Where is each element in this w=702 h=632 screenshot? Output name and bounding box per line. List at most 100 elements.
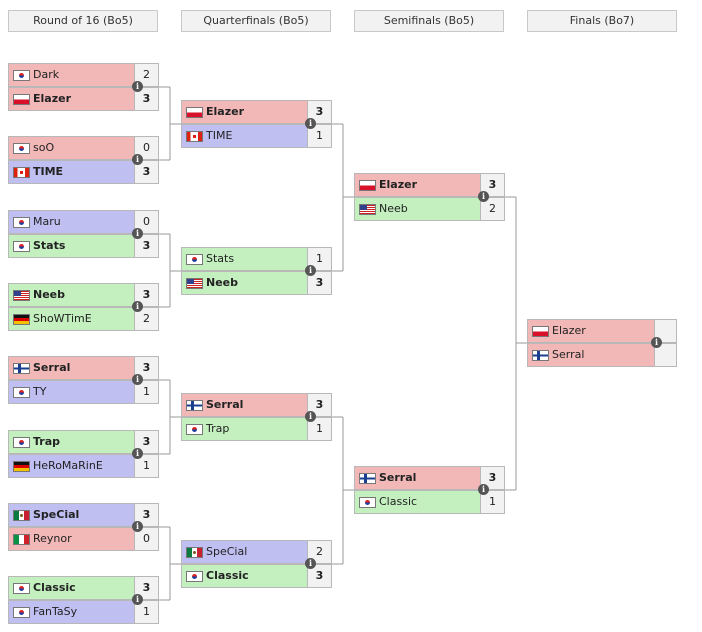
player-name[interactable]: Classic: [354, 490, 481, 514]
mx-flag-icon: [186, 547, 203, 558]
player-name[interactable]: Serral: [354, 466, 481, 490]
player-name[interactable]: Elazer: [181, 100, 308, 124]
it-flag-icon: [13, 534, 30, 545]
r16-match-4-info-icon[interactable]: i: [132, 301, 143, 312]
player-name[interactable]: Reynor: [8, 527, 135, 551]
r16-match-2-info-icon[interactable]: i: [132, 154, 143, 165]
player-name[interactable]: TY: [8, 380, 135, 404]
player-name-text: Elazer: [379, 178, 417, 191]
player-name-text: Classic: [379, 495, 418, 508]
ca-flag-icon: [13, 167, 30, 178]
pl-flag-icon: [186, 107, 203, 118]
de-flag-icon: [13, 461, 30, 472]
pl-flag-icon: [359, 180, 376, 191]
player-name[interactable]: Serral: [8, 356, 135, 380]
fi-flag-icon: [186, 400, 203, 411]
score: 3: [135, 234, 159, 258]
player-name[interactable]: Elazer: [354, 173, 481, 197]
player-name-text: TIME: [33, 165, 64, 178]
kr-flag-icon: [13, 437, 30, 448]
player-name[interactable]: Dark: [8, 63, 135, 87]
player-name-text: soO: [33, 141, 55, 154]
kr-flag-icon: [186, 424, 203, 435]
player-name-text: Reynor: [33, 532, 72, 545]
r16-match-5-info-icon[interactable]: i: [132, 374, 143, 385]
player-name-text: Classic: [206, 569, 249, 582]
r16-match-8-info-icon[interactable]: i: [132, 594, 143, 605]
player-name[interactable]: Neeb: [354, 197, 481, 221]
kr-flag-icon: [359, 497, 376, 508]
r16-match-6-info-icon[interactable]: i: [132, 448, 143, 459]
player-name[interactable]: Stats: [8, 234, 135, 258]
fi-flag-icon: [13, 363, 30, 374]
player-name[interactable]: Neeb: [181, 271, 308, 295]
score: 1: [481, 490, 505, 514]
kr-flag-icon: [186, 571, 203, 582]
kr-flag-icon: [13, 387, 30, 398]
player-name[interactable]: Classic: [8, 576, 135, 600]
player-name[interactable]: TIME: [181, 124, 308, 148]
player-name[interactable]: Elazer: [527, 319, 655, 343]
player-name[interactable]: Elazer: [8, 87, 135, 111]
score: 1: [135, 380, 159, 404]
score: [655, 319, 677, 343]
pl-flag-icon: [13, 94, 30, 105]
player-name-text: Maru: [33, 215, 61, 228]
player-name-text: Trap: [33, 435, 61, 448]
player-name[interactable]: FanTaSy: [8, 600, 135, 624]
us-flag-icon: [186, 278, 203, 289]
qf-match-3-info-icon[interactable]: i: [305, 411, 316, 422]
player-name-text: HeRoMaRinE: [33, 459, 103, 472]
player-name-text: SpeCial: [33, 508, 80, 521]
qf-match-4-info-icon[interactable]: i: [305, 558, 316, 569]
player-name[interactable]: Serral: [527, 343, 655, 367]
r16-match-7-info-icon[interactable]: i: [132, 521, 143, 532]
player-name-text: Serral: [33, 361, 71, 374]
player-name-text: Elazer: [206, 105, 244, 118]
player-name-text: Stats: [33, 239, 66, 252]
qf-match-2-info-icon[interactable]: i: [305, 265, 316, 276]
player-name[interactable]: Stats: [181, 247, 308, 271]
player-name[interactable]: ShoWTimE: [8, 307, 135, 331]
player-name-text: TY: [33, 385, 47, 398]
player-name[interactable]: HeRoMaRinE: [8, 454, 135, 478]
player-name[interactable]: Trap: [181, 417, 308, 441]
fi-flag-icon: [359, 473, 376, 484]
player-name[interactable]: Maru: [8, 210, 135, 234]
player-name[interactable]: soO: [8, 136, 135, 160]
pl-flag-icon: [532, 326, 549, 337]
kr-flag-icon: [13, 241, 30, 252]
player-name-text: SpeCial: [206, 545, 248, 558]
player-name-text: Trap: [206, 422, 230, 435]
player-name[interactable]: SpeCial: [181, 540, 308, 564]
player-name-text: Classic: [33, 581, 76, 594]
player-name[interactable]: TIME: [8, 160, 135, 184]
player-name-text: Dark: [33, 68, 60, 81]
r16-match-1-info-icon[interactable]: i: [132, 81, 143, 92]
kr-flag-icon: [13, 607, 30, 618]
fi-flag-icon: [532, 350, 549, 361]
score: 3: [135, 503, 159, 527]
player-name-text: Serral: [379, 471, 417, 484]
us-flag-icon: [359, 204, 376, 215]
round-header-r16: Round of 16 (Bo5): [8, 10, 158, 32]
player-name-text: FanTaSy: [33, 605, 78, 618]
qf-match-1-info-icon[interactable]: i: [305, 118, 316, 129]
player-name[interactable]: Classic: [181, 564, 308, 588]
sf-match-1-info-icon[interactable]: i: [478, 191, 489, 202]
final-match-1-info-icon[interactable]: i: [651, 337, 662, 348]
player-name[interactable]: Serral: [181, 393, 308, 417]
ca-flag-icon: [186, 131, 203, 142]
player-name[interactable]: Neeb: [8, 283, 135, 307]
player-name-text: Neeb: [379, 202, 408, 215]
player-name-text: Serral: [552, 348, 585, 361]
r16-match-3-info-icon[interactable]: i: [132, 228, 143, 239]
kr-flag-icon: [13, 143, 30, 154]
round-header-sf: Semifinals (Bo5): [354, 10, 504, 32]
player-name-text: ShoWTimE: [33, 312, 92, 325]
player-name-text: TIME: [206, 129, 233, 142]
player-name[interactable]: Trap: [8, 430, 135, 454]
player-name-text: Neeb: [33, 288, 66, 301]
sf-match-2-info-icon[interactable]: i: [478, 484, 489, 495]
player-name[interactable]: SpeCial: [8, 503, 135, 527]
